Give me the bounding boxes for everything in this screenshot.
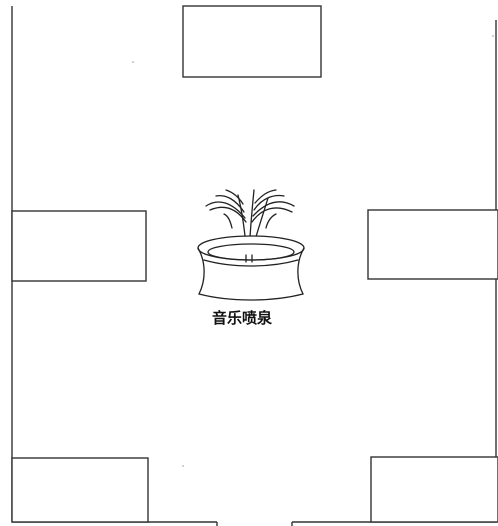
blocks: [11, 5, 498, 523]
fountain-basin-side-left: [197, 247, 205, 295]
fountain-basin-inner: [207, 243, 295, 261]
fountain-basin-bottom: [198, 293, 304, 301]
fountain-spray: [209, 206, 247, 223]
fountain-stem: [245, 254, 253, 263]
fountain-spray: [253, 194, 285, 211]
fountain-spray: [223, 213, 233, 229]
fountain-spray: [225, 189, 244, 205]
block-middle-left: [11, 210, 147, 282]
fountain-spray: [215, 194, 245, 213]
fountain-icon: [197, 189, 305, 301]
block-bottom-left: [11, 457, 149, 523]
fountain-basin-band: [203, 259, 299, 267]
fountain-spray: [265, 213, 277, 229]
block-top-center: [182, 5, 322, 78]
scan-specks: [132, 35, 494, 467]
block-bottom-right: [370, 456, 498, 523]
fountain-spray: [252, 201, 295, 217]
fountain-basin-side-right: [297, 247, 305, 295]
fountain-spray: [251, 207, 293, 223]
fountain-spray: [254, 189, 277, 204]
fountain-spray: [205, 201, 246, 219]
block-middle-right: [367, 209, 498, 280]
fountain-label: 音乐喷泉: [212, 309, 273, 327]
